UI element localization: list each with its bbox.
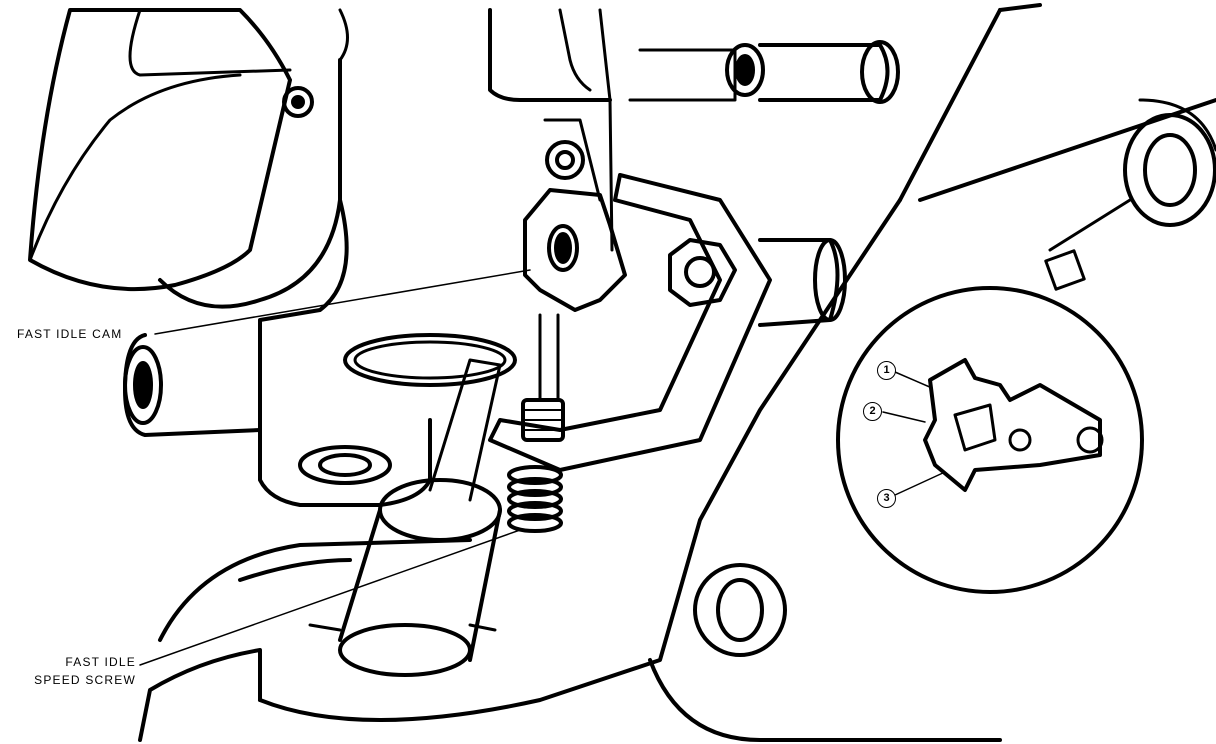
carburetor-body — [123, 8, 614, 507]
throttle-shaft — [308, 358, 502, 677]
linkage-bracket — [488, 40, 900, 472]
inset-callout-2: 2 — [863, 402, 882, 421]
inset-detail — [836, 286, 1144, 594]
fast-idle-cam — [523, 118, 627, 312]
inset-leaders — [882, 371, 946, 496]
choke-housing — [28, 8, 349, 309]
fast-idle-cam-label: FAST IDLE CAM — [17, 327, 123, 341]
fast-idle-speed-screw — [507, 313, 565, 533]
spring — [507, 465, 563, 533]
carburetor-base — [138, 3, 1216, 742]
inset-callout-3: 3 — [877, 489, 896, 508]
label-leaders — [139, 269, 531, 666]
fast-idle-speed-screw-label-line2: SPEED SCREW — [34, 673, 136, 687]
inset-callout-1: 1 — [877, 361, 896, 380]
fast-idle-speed-screw-label-line1: FAST IDLE — [65, 655, 136, 669]
